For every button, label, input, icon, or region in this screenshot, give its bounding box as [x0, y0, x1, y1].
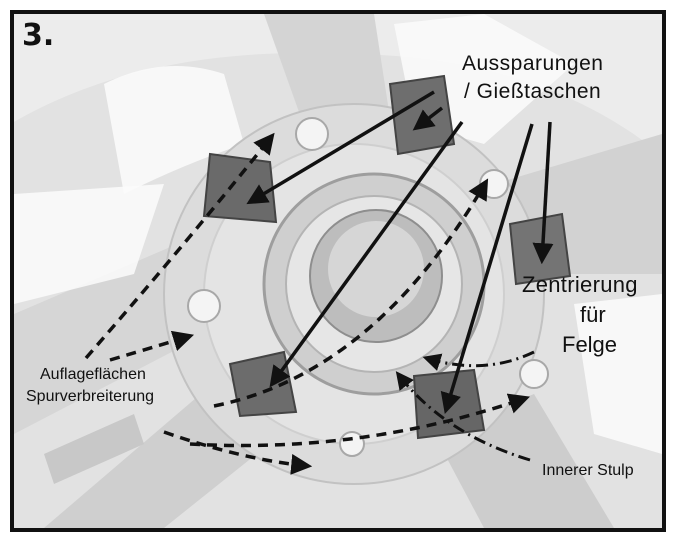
label-giesstaschen: / Gießtaschen: [464, 80, 601, 104]
label-fuer: für: [580, 302, 606, 328]
label-innerer-stulp: Innerer Stulp: [542, 462, 634, 480]
label-auflageflaechen: Auflageflächen: [40, 366, 146, 384]
label-zentrierung: Zentrierung: [522, 272, 638, 298]
pocket-top: [390, 76, 454, 154]
label-felge: Felge: [562, 332, 617, 358]
photo-frame: 3. Aussparungen / Gießtaschen Zentrierun…: [10, 10, 666, 532]
bolt-hole: [340, 432, 364, 456]
step-number: 3.: [22, 18, 54, 53]
bolt-hole: [296, 118, 328, 150]
pocket-left: [204, 154, 276, 222]
label-aussparungen: Aussparungen: [462, 52, 603, 76]
center-bore-highlight: [328, 221, 424, 317]
bolt-hole: [520, 360, 548, 388]
bolt-hole: [188, 290, 220, 322]
label-spurverbreiterung: Spurverbreiterung: [26, 388, 154, 406]
